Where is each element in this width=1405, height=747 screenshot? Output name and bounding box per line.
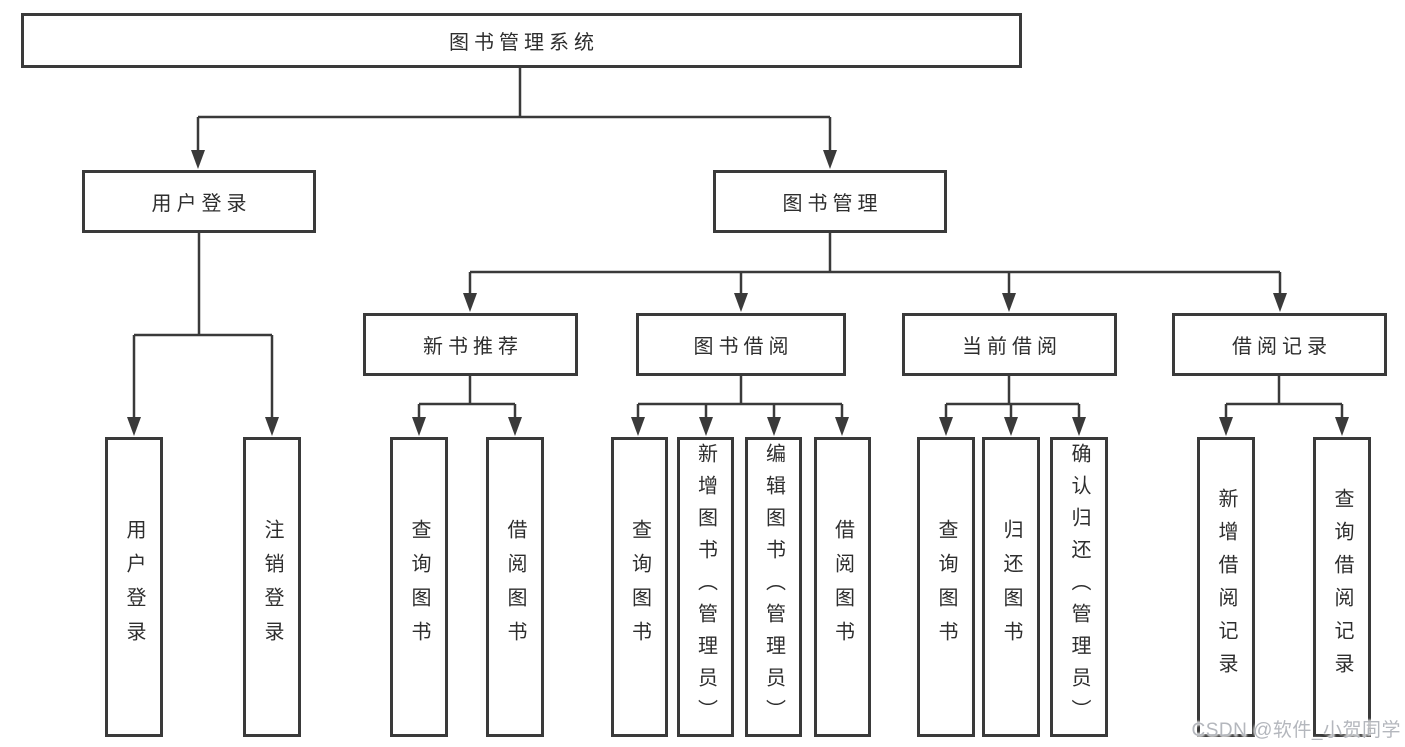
arrowhead [463, 293, 477, 312]
csdn-watermark: CSDN @软件_小贺同学 [1191, 720, 1401, 741]
arrowhead [127, 417, 141, 436]
node-book-borrowing-label: 图书借阅 [693, 336, 794, 358]
arrowhead [191, 150, 205, 169]
node-new-book-recommend-label: 新书推荐 [423, 336, 523, 358]
leaf-query-books-newbook: 查询图书 [390, 437, 448, 737]
leaf-confirm-return-admin-label: 确认归还（管理员） [1068, 443, 1090, 731]
arrowhead [508, 417, 522, 436]
leaf-query-borrow-record-label: 查询借阅记录 [1331, 488, 1353, 686]
leaf-return-book: 归还图书 [982, 437, 1040, 737]
leaf-query-borrow-record: 查询借阅记录 [1313, 437, 1371, 737]
leaf-add-book-admin: 新增图书（管理员） [677, 437, 734, 737]
arrowhead [631, 417, 645, 436]
leaf-add-book-admin-label: 新增图书（管理员） [694, 443, 717, 731]
leaf-confirm-return-admin: 确认归还（管理员） [1050, 437, 1108, 737]
arrowhead [1002, 293, 1016, 312]
leaf-return-book-label: 归还图书 [1000, 519, 1022, 655]
arrowhead [1219, 417, 1233, 436]
leaf-logout-label: 注销登录 [261, 519, 283, 655]
connector-bookmgmt-to-level3 [463, 233, 1287, 312]
node-root-label: 图书管理系统 [449, 32, 599, 54]
arrowhead [265, 417, 279, 436]
leaf-query-books-current: 查询图书 [917, 437, 975, 737]
arrowhead [767, 417, 781, 436]
leaf-add-borrow-record-label: 新增借阅记录 [1215, 488, 1237, 686]
leaf-query-books-current-label: 查询图书 [935, 519, 957, 655]
connector-newbook-to-leaves [412, 376, 522, 436]
connector-currentborrow-to-leaves [939, 376, 1086, 436]
arrowhead [1273, 293, 1287, 312]
leaf-user-login: 用户登录 [105, 437, 163, 737]
node-borrowing-records-label: 借阅记录 [1232, 336, 1332, 358]
arrowhead [1335, 417, 1349, 436]
arrowhead [734, 293, 748, 312]
node-current-borrowing-label: 当前借阅 [962, 336, 1062, 358]
arrowhead [939, 417, 953, 436]
node-new-book-recommend: 新书推荐 [363, 313, 578, 376]
node-user-login: 用户登录 [82, 170, 316, 233]
connector-root-to-level2 [191, 68, 837, 169]
arrowhead [699, 417, 713, 436]
node-book-management-label: 图书管理 [782, 193, 883, 215]
leaf-query-books-borrowing-label: 查询图书 [628, 519, 651, 655]
leaf-query-books-newbook-label: 查询图书 [408, 519, 430, 655]
leaf-edit-book-admin: 编辑图书（管理员） [745, 437, 802, 737]
node-root: 图书管理系统 [21, 13, 1022, 68]
arrowhead [823, 150, 837, 169]
node-book-borrowing: 图书借阅 [636, 313, 846, 376]
leaf-borrow-books-newbook: 借阅图书 [486, 437, 544, 737]
node-borrowing-records: 借阅记录 [1172, 313, 1387, 376]
connector-borrowrecord-to-leaves [1219, 376, 1349, 436]
arrowhead [835, 417, 849, 436]
node-user-login-label: 用户登录 [151, 193, 252, 215]
connector-bookborrow-to-leaves [631, 376, 849, 436]
leaf-borrow-books-borrowing: 借阅图书 [814, 437, 871, 737]
arrowhead [412, 417, 426, 436]
leaf-query-books-borrowing: 查询图书 [611, 437, 668, 737]
leaf-edit-book-admin-label: 编辑图书（管理员） [762, 443, 785, 731]
connector-userlogin-to-leaves [127, 233, 279, 436]
node-current-borrowing: 当前借阅 [902, 313, 1117, 376]
arrowhead [1072, 417, 1086, 436]
leaf-borrow-books-borrowing-label: 借阅图书 [831, 519, 854, 655]
node-book-management: 图书管理 [713, 170, 947, 233]
leaf-user-login-label: 用户登录 [123, 519, 145, 655]
arrowhead [1004, 417, 1018, 436]
leaf-logout: 注销登录 [243, 437, 301, 737]
leaf-add-borrow-record: 新增借阅记录 [1197, 437, 1255, 737]
leaf-borrow-books-newbook-label: 借阅图书 [504, 519, 526, 655]
